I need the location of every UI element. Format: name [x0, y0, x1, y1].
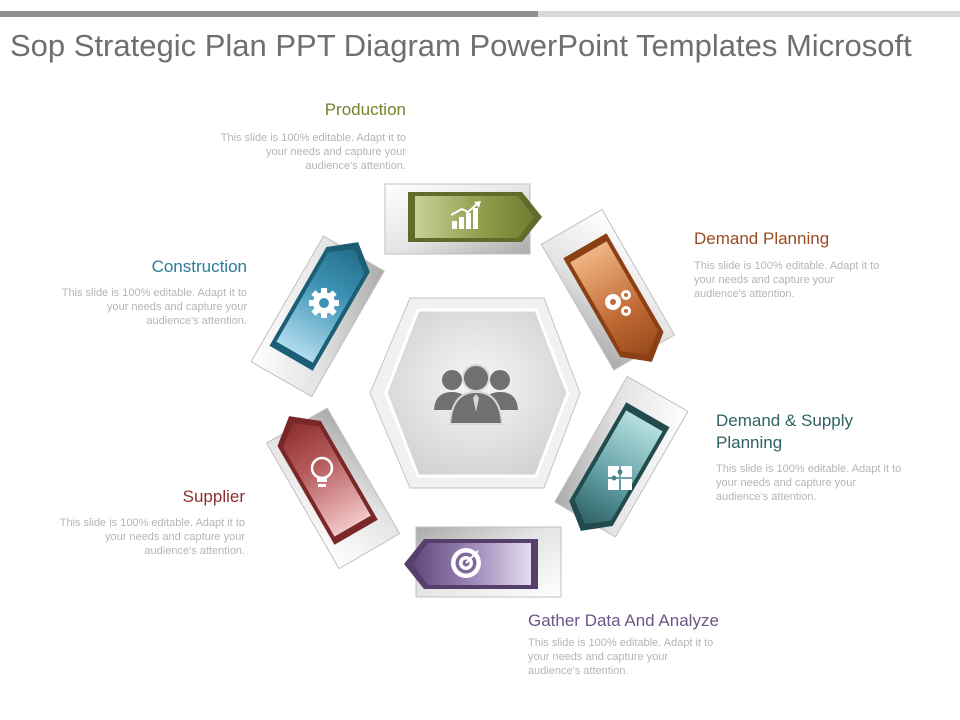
growth-chart-icon — [450, 201, 481, 229]
top-accent-bar-dark — [0, 11, 538, 17]
demand-planning-description: This slide is 100% editable. Adapt it to… — [694, 260, 880, 300]
puzzle-icon — [608, 466, 632, 490]
gather-data-label: Gather Data And Analyze — [528, 611, 719, 630]
lightbulb-icon — [310, 456, 334, 487]
step-supplier-arrow — [265, 407, 401, 570]
production-label: Production — [324, 100, 406, 119]
construction-description: This slide is 100% editable. Adapt it to… — [61, 287, 247, 327]
demand-supply-planning-description: This slide is 100% editable. Adapt it to… — [716, 463, 902, 503]
team-icon — [434, 364, 518, 425]
gather-data-description: This slide is 100% editable. Adapt it to… — [528, 637, 714, 677]
gear-icon — [309, 288, 339, 318]
gears-icon — [605, 290, 631, 316]
supplier-label: Supplier — [182, 487, 245, 506]
top-accent-bar-light — [538, 11, 960, 17]
demand-supply-planning-label: Demand & Supply Planning — [716, 411, 854, 452]
slide-title: Sop Strategic Plan PPT Diagram PowerPoin… — [10, 28, 912, 63]
production-description: This slide is 100% editable. Adapt it to… — [220, 132, 406, 172]
supplier-description: This slide is 100% editable. Adapt it to… — [59, 517, 245, 557]
target-icon — [451, 548, 481, 578]
demand-planning-label: Demand Planning — [694, 229, 830, 248]
top-accent-bar — [0, 11, 960, 17]
step-gather-data-arrow — [404, 526, 562, 598]
construction-label: Construction — [151, 257, 247, 276]
